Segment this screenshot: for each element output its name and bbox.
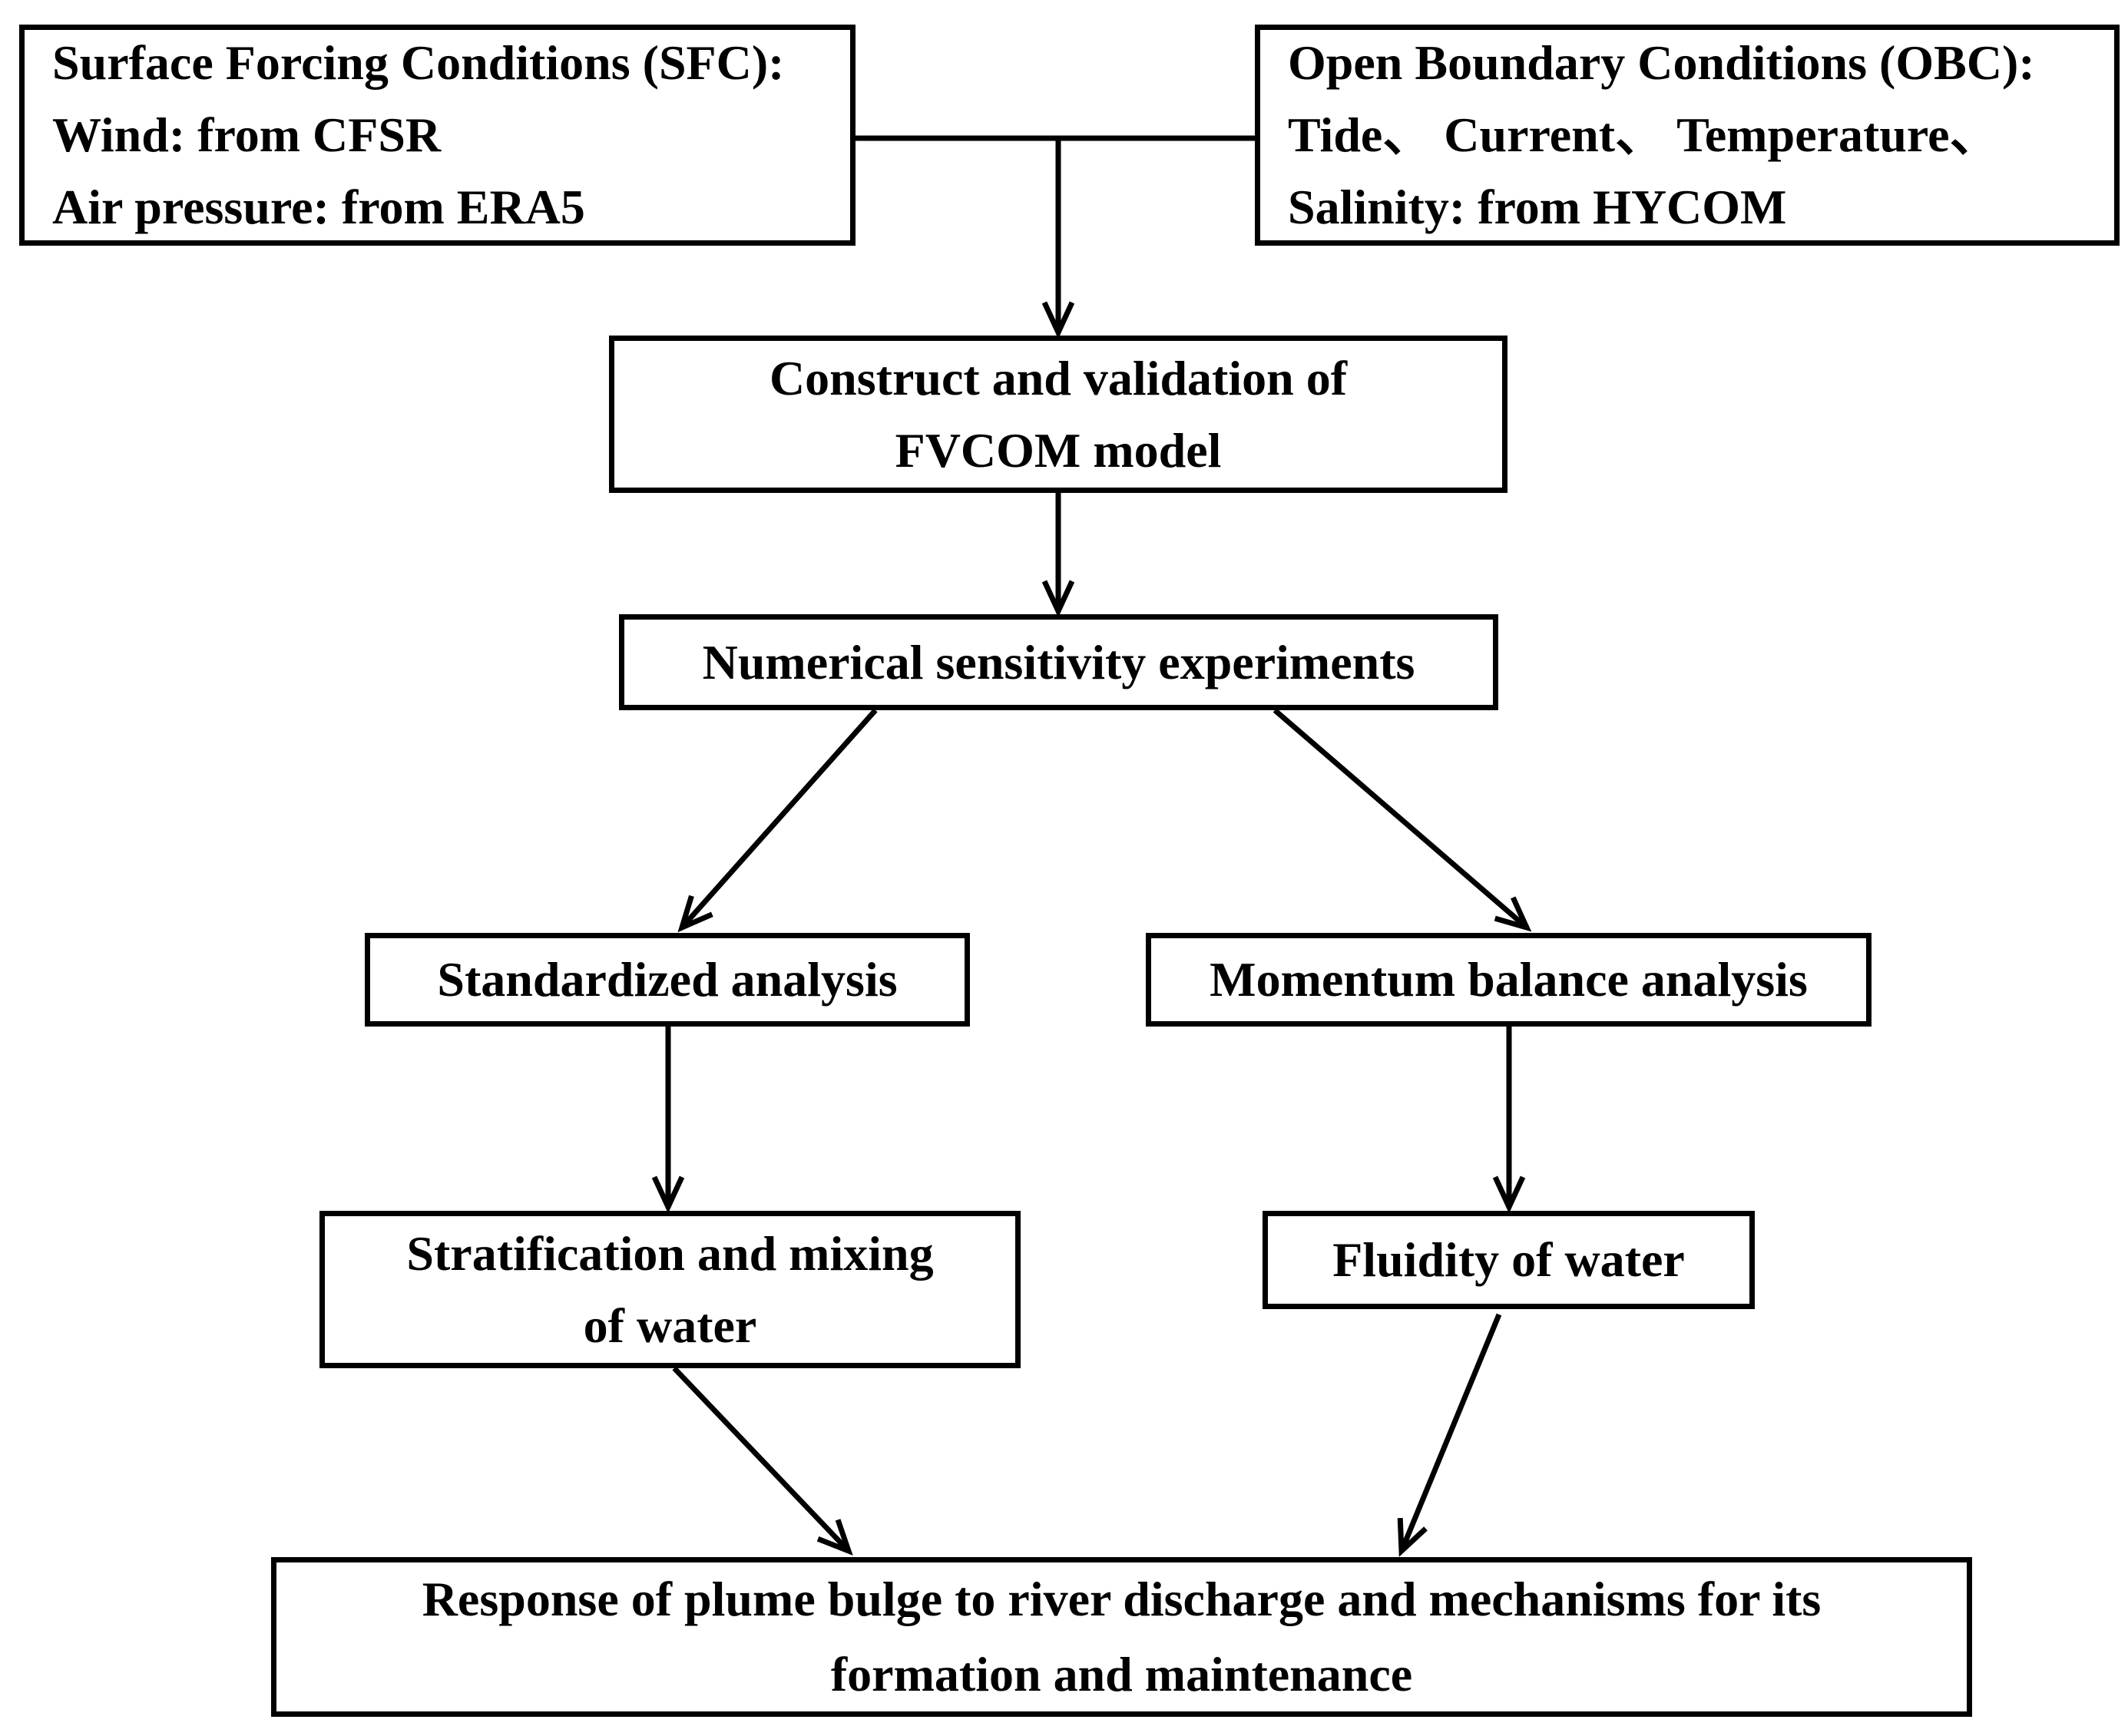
arrow-stratification-to-response xyxy=(672,1366,849,1551)
arrow-numerical-to-standardized xyxy=(682,708,878,928)
node-fluidity-of-water: Fluidity of water xyxy=(1263,1211,1755,1309)
node-text-line: of water xyxy=(583,1298,757,1353)
node-text-line: Air pressure: from ERA5 xyxy=(52,180,585,234)
node-open-boundary-conditions: Open Boundary Conditions (OBC): Tide、 Cu… xyxy=(1255,25,2120,246)
arrow-fluidity-to-response xyxy=(1402,1313,1502,1551)
node-construct-validation-fvcom: Construct and validation of FVCOM model xyxy=(609,336,1507,493)
node-text-line: formation and maintenance xyxy=(830,1647,1413,1701)
node-surface-forcing-conditions: Surface Forcing Conditions (SFC): Wind: … xyxy=(19,25,856,246)
node-momentum-balance-analysis: Momentum balance analysis xyxy=(1146,933,1872,1027)
node-text-line: Salinity: from HYCOM xyxy=(1288,180,1787,234)
node-text-line: Response of plume bulge to river dischar… xyxy=(422,1572,1822,1626)
arrow-numerical-to-momentum xyxy=(1272,708,1527,928)
node-text-line: Numerical sensitivity experiments xyxy=(702,634,1415,689)
node-text-line: Standardized analysis xyxy=(437,952,898,1007)
node-standardized-analysis: Standardized analysis xyxy=(365,933,970,1027)
node-text-line: Tide、 Current、 Temperature、 xyxy=(1288,107,1999,162)
node-numerical-sensitivity-experiments: Numerical sensitivity experiments xyxy=(619,614,1498,710)
node-stratification-and-mixing: Stratification and mixing of water xyxy=(319,1211,1021,1368)
node-text-line: Wind: from CFSR xyxy=(52,107,442,162)
node-text-line: Momentum balance analysis xyxy=(1210,952,1808,1007)
node-text-line: Surface Forcing Conditions (SFC): xyxy=(52,35,785,90)
node-text-line: Open Boundary Conditions (OBC): xyxy=(1288,35,2035,90)
node-response-of-plume-bulge: Response of plume bulge to river dischar… xyxy=(271,1557,1972,1717)
node-text-line: FVCOM model xyxy=(895,422,1222,478)
node-text-line: Construct and validation of xyxy=(769,350,1348,405)
node-text-line: Stratification and mixing xyxy=(406,1225,934,1281)
node-text-line: Fluidity of water xyxy=(1332,1232,1685,1287)
